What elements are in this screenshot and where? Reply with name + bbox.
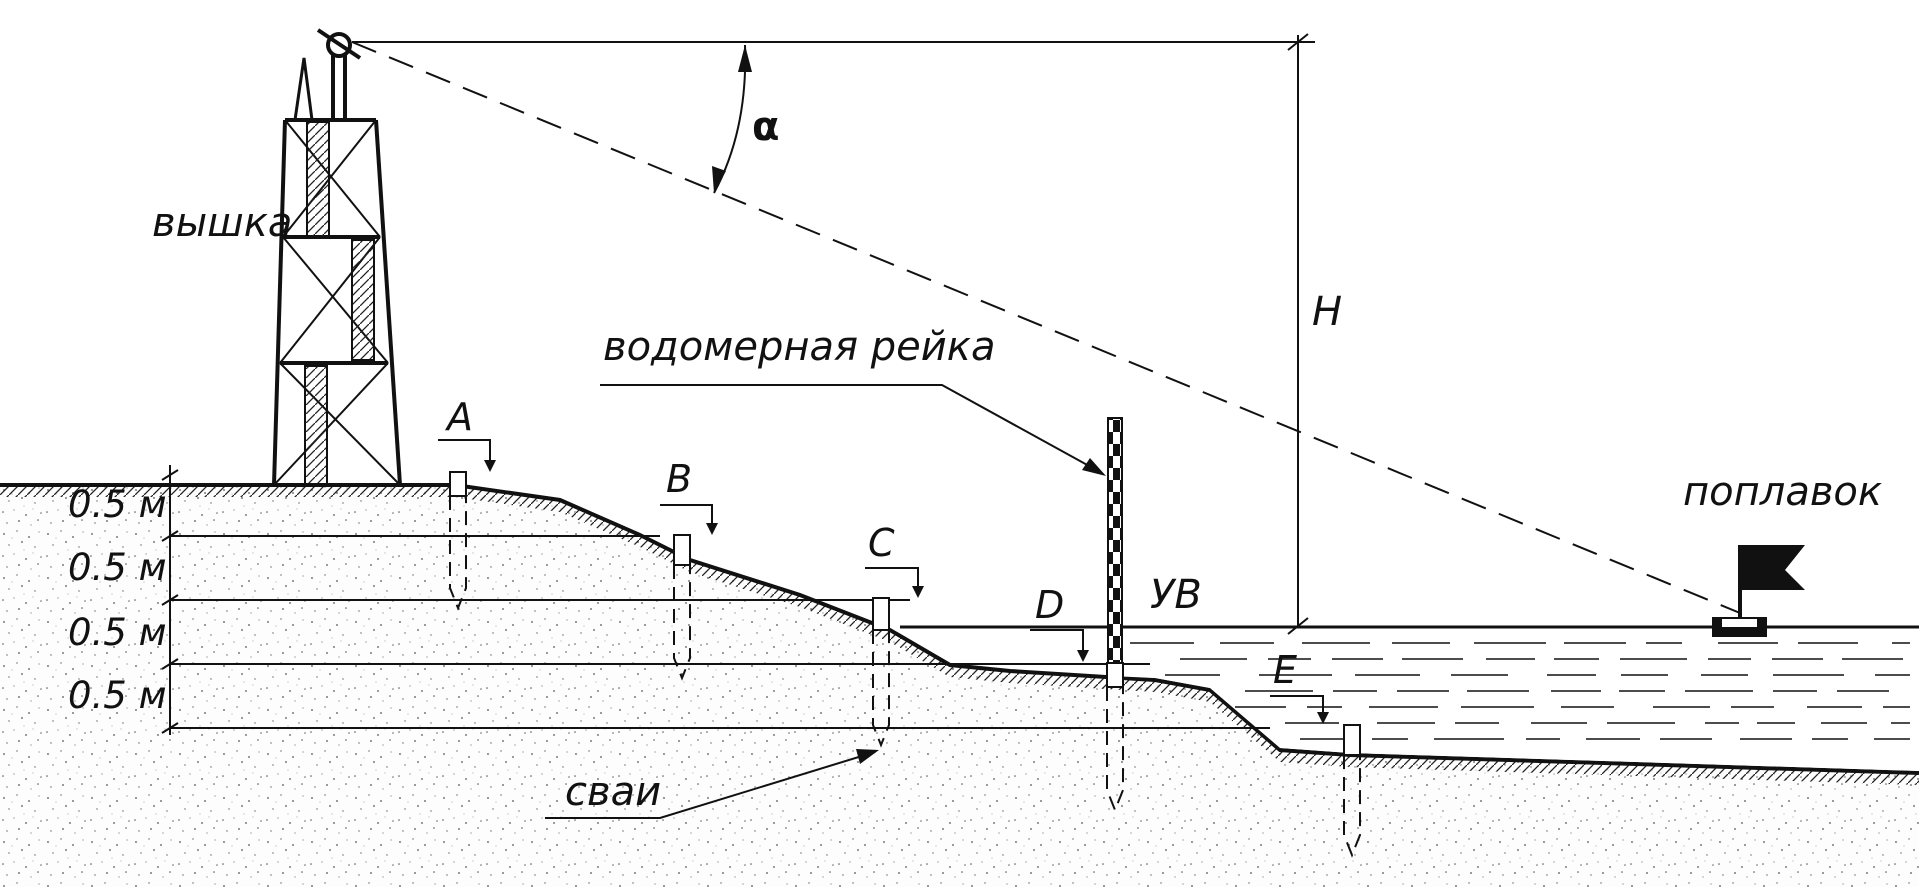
height-tick-top (1287, 33, 1309, 51)
water-level-label: УВ (1150, 572, 1202, 618)
angle-arrow-bottom (712, 166, 726, 193)
marker-E (1270, 695, 1329, 724)
ground-soil (0, 485, 1919, 887)
level-dimension-ticks (161, 469, 179, 734)
point-label-D: D (1035, 583, 1064, 627)
float-label: поплавок (1683, 469, 1882, 515)
gauge-leader-arrow (1082, 458, 1106, 476)
water-body (1110, 627, 1919, 771)
pile-A (449, 471, 467, 611)
marker-C (865, 567, 924, 598)
level-label-2: 0.5 м (68, 546, 167, 589)
point-label-A: A (444, 395, 473, 439)
pile-B (673, 534, 691, 681)
point-label-B: B (666, 457, 692, 501)
gauge-leader-line (600, 384, 1101, 473)
pile-E (1343, 724, 1361, 858)
sight-line-to-float (351, 41, 1741, 614)
angle-arrow-top (738, 45, 752, 72)
marker-A (438, 439, 496, 472)
point-label-E: E (1273, 648, 1297, 692)
piles-leader-line (545, 751, 876, 819)
point-label-C: C (868, 521, 895, 565)
pile-C (872, 597, 890, 748)
water-waves (1130, 642, 1910, 740)
level-label-4: 0.5 м (68, 674, 167, 717)
tower-label: вышка (152, 200, 292, 246)
water-gauge-staff (1107, 417, 1123, 677)
height-label: H (1312, 289, 1342, 335)
flag-icon (1740, 545, 1805, 590)
pile-D (1106, 662, 1124, 813)
survey-tower (272, 28, 402, 486)
level-label-3: 0.5 м (68, 611, 167, 654)
ground-profile-line (0, 483, 1919, 775)
level-label-1: 0.5 м (68, 483, 167, 526)
float-buoy (1712, 545, 1805, 637)
piles-leader-arrow (856, 749, 879, 764)
height-tick-bottom (1287, 617, 1309, 635)
marker-D (1030, 629, 1089, 662)
marker-B (660, 504, 718, 535)
piles-label: сваи (565, 769, 661, 815)
gauge-label: водомерная рейка (603, 324, 995, 370)
angle-label: α (752, 104, 779, 150)
